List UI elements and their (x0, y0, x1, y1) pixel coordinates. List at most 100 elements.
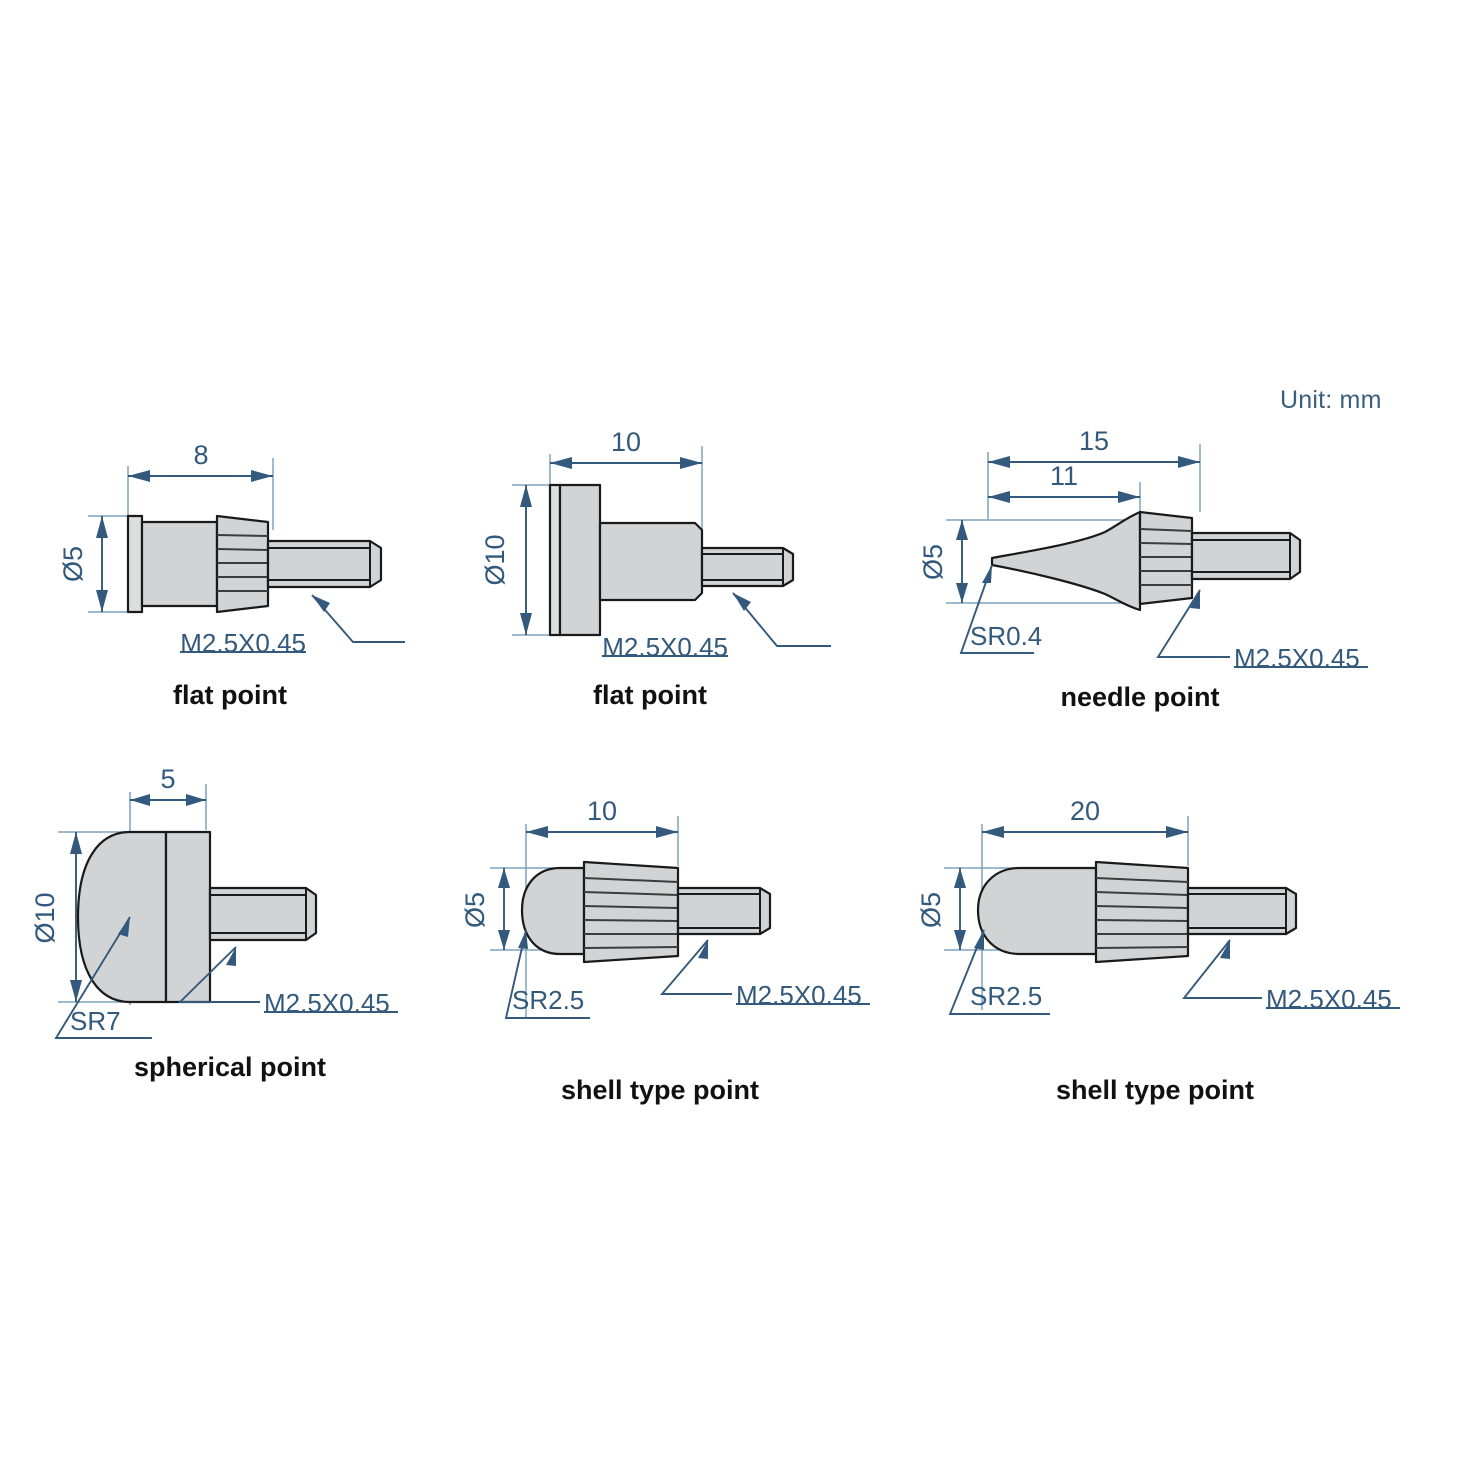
arrowhead (70, 832, 82, 854)
leader-line-thread (177, 946, 260, 1003)
dimension-label-diameter: Ø5 (58, 546, 88, 582)
dimension-label-length: 10 (587, 796, 617, 826)
leader-label-thread: M2.5X0.45 (1234, 643, 1360, 673)
part-shell-nose (520, 866, 586, 956)
dimension-label-diameter: Ø5 (918, 544, 948, 580)
arrowhead (498, 930, 510, 950)
part-barrel (598, 521, 704, 602)
arrowhead (226, 947, 236, 966)
drawing-shell-type-point-10: 10 Ø5 (460, 796, 870, 1019)
arrowhead (118, 917, 130, 937)
leader-label-radius: SR2.5 (970, 981, 1042, 1011)
arrowhead (128, 470, 150, 482)
knurl-lines (583, 877, 679, 949)
drawing-flat-point-8: 8 Ø5 M2.5X0.45 (58, 440, 405, 658)
leader-line-thread (732, 592, 831, 647)
arrowhead (251, 470, 273, 482)
arrowhead (186, 794, 206, 806)
dimension-label-length: 10 (611, 427, 641, 457)
leader-line-radius (959, 564, 1034, 654)
drawing-needle-point: 15 11 Ø5 (918, 426, 1368, 673)
dimension-label-length-partial: 11 (1050, 461, 1078, 491)
drawing-shell-type-point-20: 20 Ø5 (916, 796, 1400, 1015)
dimension-label-diameter: Ø5 (460, 892, 490, 928)
arrowhead (1118, 491, 1140, 503)
part-disc (164, 830, 212, 1004)
figure-flat-point-8: 8 Ø5 M2.5X0.45 (40, 430, 420, 730)
arrowhead (698, 940, 708, 959)
arrowhead (96, 516, 108, 538)
part-knurl-body (582, 860, 680, 964)
arrowhead (988, 456, 1010, 468)
leader-label-radius: SR7 (70, 1006, 121, 1036)
arrowhead (130, 794, 150, 806)
figure-caption: flat point (173, 680, 287, 710)
arrowhead (974, 930, 984, 950)
arrowhead (982, 826, 1004, 838)
part-barrel (140, 520, 219, 608)
arrowhead (518, 930, 528, 949)
arrowhead (982, 565, 992, 583)
figure-caption: shell type point (560, 1075, 760, 1105)
arrowhead (1190, 590, 1200, 609)
arrowhead (1178, 456, 1200, 468)
figure-needle-point: 15 11 Ø5 (900, 420, 1390, 730)
arrowhead (550, 457, 572, 469)
figure-spherical-point: 5 Ø10 SR7 M2.5X0.45 spherical point (20, 764, 440, 1090)
arrowhead (70, 980, 82, 1002)
figure-caption: flat point (593, 680, 707, 710)
arrowhead (988, 491, 1010, 503)
arrowhead (680, 457, 702, 469)
arrowhead (96, 590, 108, 612)
arrowhead (956, 583, 968, 603)
leader-label-radius: SR2.5 (512, 985, 584, 1015)
arrowhead (520, 613, 532, 635)
figure-flat-point-10: 10 Ø10 M2.5X0.45 flat point (450, 427, 850, 730)
leader-line-thread (311, 594, 405, 643)
arrowhead (312, 595, 330, 612)
dimension-label-length: 8 (193, 440, 208, 470)
arrowhead (1166, 826, 1188, 838)
arrowhead (656, 826, 678, 838)
part-knurl-body (1094, 860, 1190, 964)
figure-caption: needle point (1060, 682, 1220, 712)
figure-shell-type-point-10: 10 Ø5 (450, 796, 870, 1105)
leader-line-radius (54, 916, 152, 1039)
part-needle-taper (990, 510, 1142, 612)
part-flange (558, 483, 602, 637)
arrowhead (520, 485, 532, 507)
leader-line-thread (1182, 939, 1262, 999)
leader-line-radius (948, 929, 1050, 1015)
part-spherical-dome (76, 830, 168, 1004)
leader-label-thread: M2.5X0.45 (602, 632, 728, 662)
dimension-label-diameter: Ø10 (480, 534, 510, 585)
arrowhead (956, 520, 968, 540)
arrowhead (954, 930, 966, 950)
dimension-label-length: 5 (160, 764, 175, 794)
leader-line-thread (1156, 589, 1230, 658)
part-shell-nose (976, 866, 1098, 956)
leader-line-radius (504, 929, 590, 1019)
knurl-lines (1139, 528, 1193, 586)
arrowhead (1220, 940, 1230, 959)
figure-caption: shell type point (1055, 1075, 1255, 1105)
arrowhead (733, 593, 751, 611)
leader-label-thread: M2.5X0.45 (736, 980, 862, 1010)
leader-label-thread: M2.5X0.45 (180, 628, 306, 658)
dimension-label-diameter: Ø5 (916, 892, 946, 928)
unit-note: Unit: mm (1280, 386, 1382, 414)
figure-caption: spherical point (133, 1052, 327, 1082)
leader-label-thread: M2.5X0.45 (264, 988, 390, 1018)
leader-line-thread (659, 939, 732, 995)
drawing-flat-point-10: 10 Ø10 M2.5X0.45 (480, 427, 831, 662)
drawing-spherical-point: 5 Ø10 SR7 M2.5X0.45 (30, 764, 398, 1039)
dimension-label-length-total: 15 (1079, 426, 1109, 456)
leader-label-radius: SR0.4 (970, 621, 1042, 651)
knurl-lines (1095, 877, 1189, 949)
arrowhead (526, 826, 548, 838)
leader-label-thread: M2.5X0.45 (1266, 984, 1392, 1014)
dimension-label-diameter: Ø10 (30, 892, 60, 943)
part-flange (126, 514, 144, 614)
arrowhead (954, 868, 966, 888)
